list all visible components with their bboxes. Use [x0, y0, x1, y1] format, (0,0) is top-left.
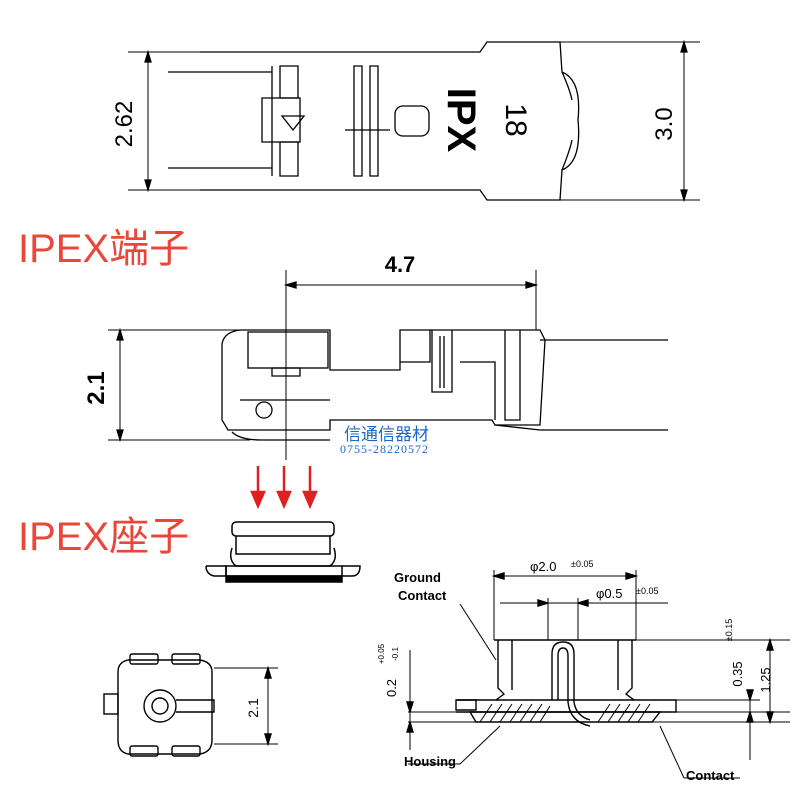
dim-0-2-tol-minus: -0.1 [391, 647, 400, 661]
dim-2-1-side: 2.1 [83, 371, 110, 404]
socket-section-view [406, 570, 790, 779]
socket-side-view [205, 521, 361, 583]
dim-0-35: 0.35 [730, 661, 745, 686]
label-ground: Ground [394, 570, 441, 585]
top-view-plug [128, 39, 700, 203]
title-terminal: IPEX端子 [18, 227, 190, 271]
label-ground-contact: Contact [398, 588, 447, 603]
side-view-plug [108, 270, 668, 460]
watermark-line1: 信通信器材 [344, 425, 429, 444]
dim-0-2: 0.2 [384, 679, 399, 697]
title-socket: IPEX座子 [18, 515, 190, 559]
label-housing: Housing [404, 754, 456, 769]
dim-dia-0-5-tol: ±0.05 [636, 586, 658, 596]
model-number: 18 [499, 103, 532, 136]
dim-2-62: 2.62 [111, 101, 138, 148]
brand-text: IPX [439, 88, 483, 153]
insert-arrows [250, 466, 318, 510]
dim-dia-2-0: φ2.0 [530, 559, 557, 574]
label-contact: Contact [686, 768, 735, 783]
dim-0-35-tol: ±0.15 [724, 619, 734, 641]
dim-dia-2-0-tol: ±0.05 [571, 559, 593, 569]
dim-4-7: 4.7 [385, 252, 416, 277]
dim-0-2-tol-plus: +0.05 [377, 643, 386, 664]
dim-1-25: 1.25 [758, 667, 773, 692]
dim-dia-0-5: φ0.5 [596, 586, 623, 601]
socket-top-view [103, 653, 278, 757]
dim-3-0: 3.0 [651, 107, 678, 140]
watermark-line2: 0755-28220572 [340, 442, 429, 456]
dim-2-1-socket: 2.1 [245, 698, 261, 718]
